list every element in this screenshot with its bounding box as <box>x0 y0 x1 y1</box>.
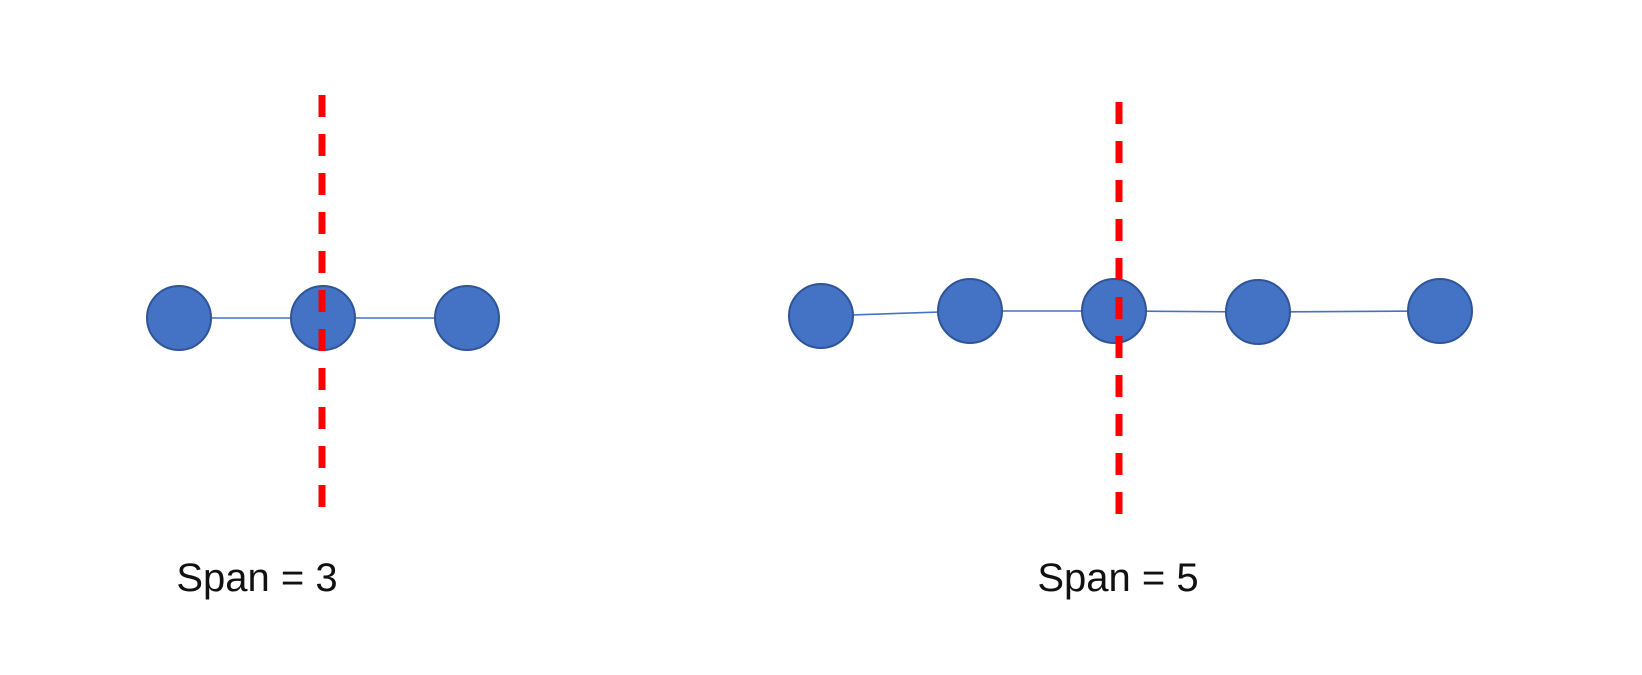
span-5-label: Span = 5 <box>1037 556 1199 600</box>
graph-node <box>1225 279 1291 345</box>
span-3-label: Span = 3 <box>176 556 338 600</box>
graph-node <box>1407 278 1473 344</box>
graph-node <box>434 285 500 351</box>
graph-node <box>788 283 854 349</box>
diagram-group-span-5 <box>788 102 1473 517</box>
graph-node <box>937 278 1003 344</box>
graph-node <box>146 285 212 351</box>
graph-node <box>1081 278 1147 344</box>
diagram-group-span-3 <box>146 95 500 510</box>
